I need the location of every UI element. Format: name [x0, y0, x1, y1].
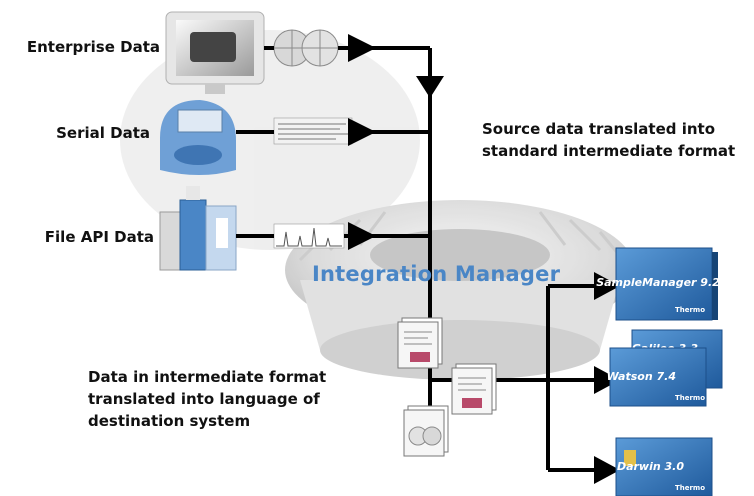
source-note-line: Source data translated into [482, 120, 716, 138]
darwin-brand: Thermo [675, 484, 705, 492]
ph-meter-icon [160, 100, 236, 175]
serial-data-label: Serial Data [56, 124, 150, 142]
destination-note: Data in intermediate format translated i… [88, 366, 348, 432]
samplemanager-title: SampleManager 9.2 [596, 276, 720, 289]
darwin-title: Darwin 3.0 [617, 460, 684, 473]
watson-brand: Thermo [675, 394, 705, 402]
document-stack-icon [451, 363, 497, 415]
destination-note-line: Data in intermediate format [88, 368, 327, 386]
watson-title: Watson 7.4 [607, 370, 676, 383]
globe-icon [273, 29, 339, 67]
source-note-line: standard intermediate format [482, 142, 736, 160]
chromatogram-icon [273, 223, 345, 249]
darwin-box: Darwin 3.0 Thermo [615, 437, 713, 496]
samplemanager-brand: Thermo [675, 306, 705, 314]
flow-arrowheads [348, 34, 620, 484]
source-note: Source data translated into standard int… [482, 118, 754, 162]
data-stream-icon [273, 117, 353, 145]
galileo-watson-box: Galileo 3.3 Watson 7.4 Thermo [607, 329, 723, 407]
enterprise-data-label: Enterprise Data [26, 38, 160, 56]
samplemanager-box: SampleManager 9.2 Thermo [596, 247, 720, 321]
integration-manager-label: Integration Manager [312, 262, 561, 286]
destination-note-line: destination system [88, 412, 251, 430]
document-stack-icon [397, 317, 443, 369]
monitor-icon [165, 11, 265, 94]
file-api-data-label: File API Data [44, 228, 154, 246]
chromatography-instrument-icon [159, 186, 237, 271]
document-stack-icon [403, 405, 449, 457]
destination-note-line: translated into language of [88, 390, 320, 408]
